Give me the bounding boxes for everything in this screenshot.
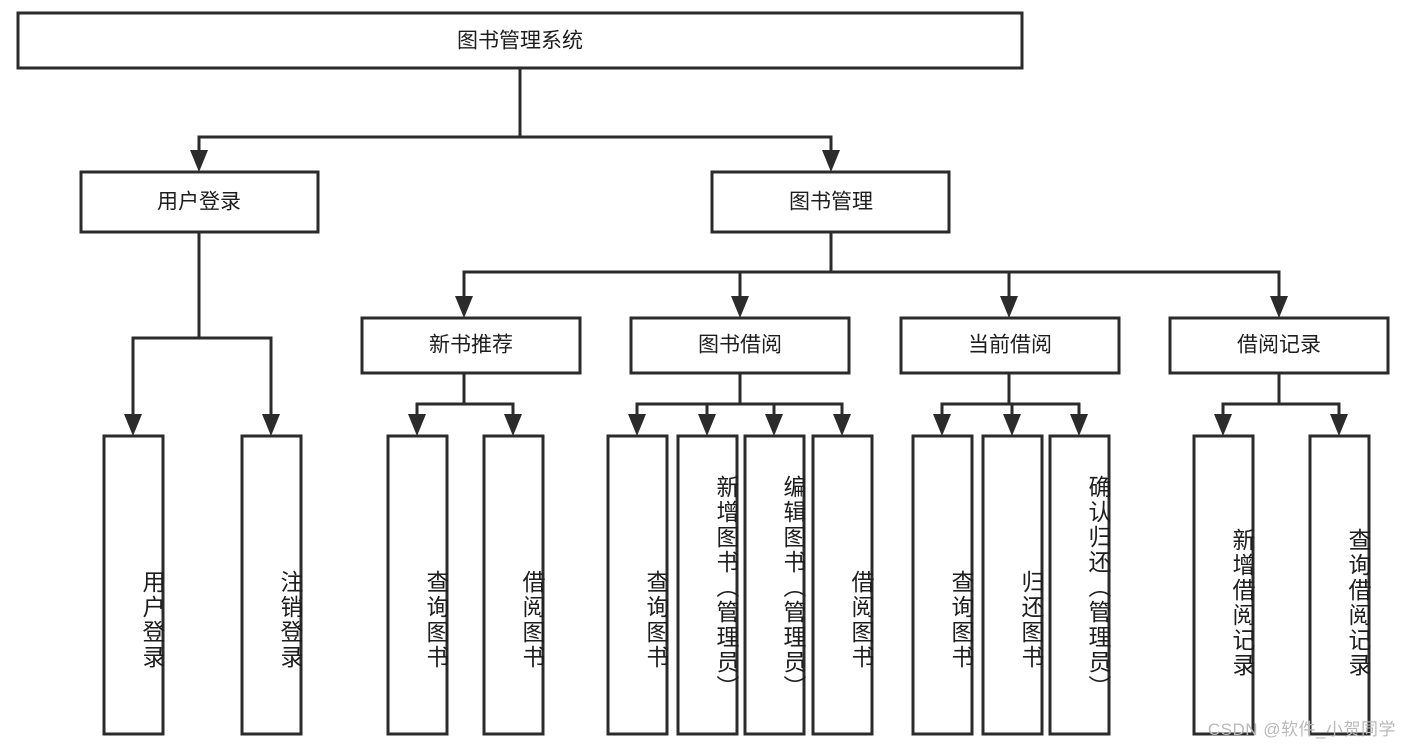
node-leaf-confirm-return-admin[interactable]: [1048, 434, 1111, 736]
arrow-head-icon: [124, 414, 142, 436]
node-leaf-borrow-book-1[interactable]: [482, 434, 545, 736]
node-leaf-query-book-3[interactable]: [911, 434, 974, 736]
node-book-management-label: 图书管理: [789, 191, 873, 214]
arrow-head-icon: [190, 150, 208, 172]
arrow-head-icon: [408, 414, 426, 436]
arrow-head-icon: [1330, 414, 1348, 436]
arrow-head-icon: [1000, 296, 1018, 318]
node-leaf-edit-book-admin[interactable]: [743, 434, 806, 736]
node-book-borrow-label: 图书借阅: [698, 334, 782, 357]
node-leaf-borrow-book-2[interactable]: [811, 434, 874, 736]
node-layer: 图书管理系统 用户登录 图书管理 新书推荐 图书借阅 当前借阅 借阅记录: [16, 11, 1390, 736]
arrow-head-icon: [1270, 296, 1288, 318]
arrow-head-icon: [698, 414, 716, 436]
arrow-head-icon: [262, 414, 280, 436]
arrow-head-icon: [833, 414, 851, 436]
arrow-head-icon: [1003, 414, 1021, 436]
arrow-head-icon: [455, 296, 473, 318]
node-leaf-query-book-2[interactable]: [606, 434, 669, 736]
arrow-head-icon: [933, 414, 951, 436]
node-leaf-user-login[interactable]: [102, 434, 165, 736]
node-borrow-record[interactable]: [1168, 316, 1390, 375]
node-current-borrow[interactable]: [899, 316, 1121, 375]
arrow-head-icon: [504, 414, 522, 436]
node-new-book-recommend-label: 新书推荐: [429, 334, 513, 357]
node-root-label: 图书管理系统: [457, 30, 583, 53]
arrow-head-icon: [1070, 414, 1088, 436]
arrow-head-icon: [822, 150, 840, 172]
connector-layer: [124, 66, 1348, 436]
node-current-borrow-label: 当前借阅: [968, 334, 1052, 357]
node-user-login[interactable]: [79, 170, 320, 234]
node-new-book-recommend[interactable]: [360, 316, 582, 375]
node-user-login-label: 用户登录: [157, 191, 241, 214]
node-leaf-add-book-admin[interactable]: [676, 434, 739, 736]
node-book-management[interactable]: [710, 170, 951, 234]
node-leaf-add-borrow-record[interactable]: [1192, 434, 1255, 736]
arrow-head-icon: [731, 296, 749, 318]
node-leaf-logout[interactable]: [240, 434, 303, 736]
arrow-head-icon: [765, 414, 783, 436]
arrow-head-icon: [1214, 414, 1232, 436]
node-leaf-return-book[interactable]: [981, 434, 1044, 736]
node-root[interactable]: [16, 11, 1024, 70]
node-borrow-record-label: 借阅记录: [1237, 334, 1321, 357]
node-leaf-query-book-1[interactable]: [386, 434, 449, 736]
node-book-borrow[interactable]: [629, 316, 851, 375]
node-leaf-query-borrow-record[interactable]: [1308, 434, 1371, 736]
watermark-text: CSDN @软件_小贺同学: [1207, 720, 1396, 739]
arrow-head-icon: [628, 414, 646, 436]
